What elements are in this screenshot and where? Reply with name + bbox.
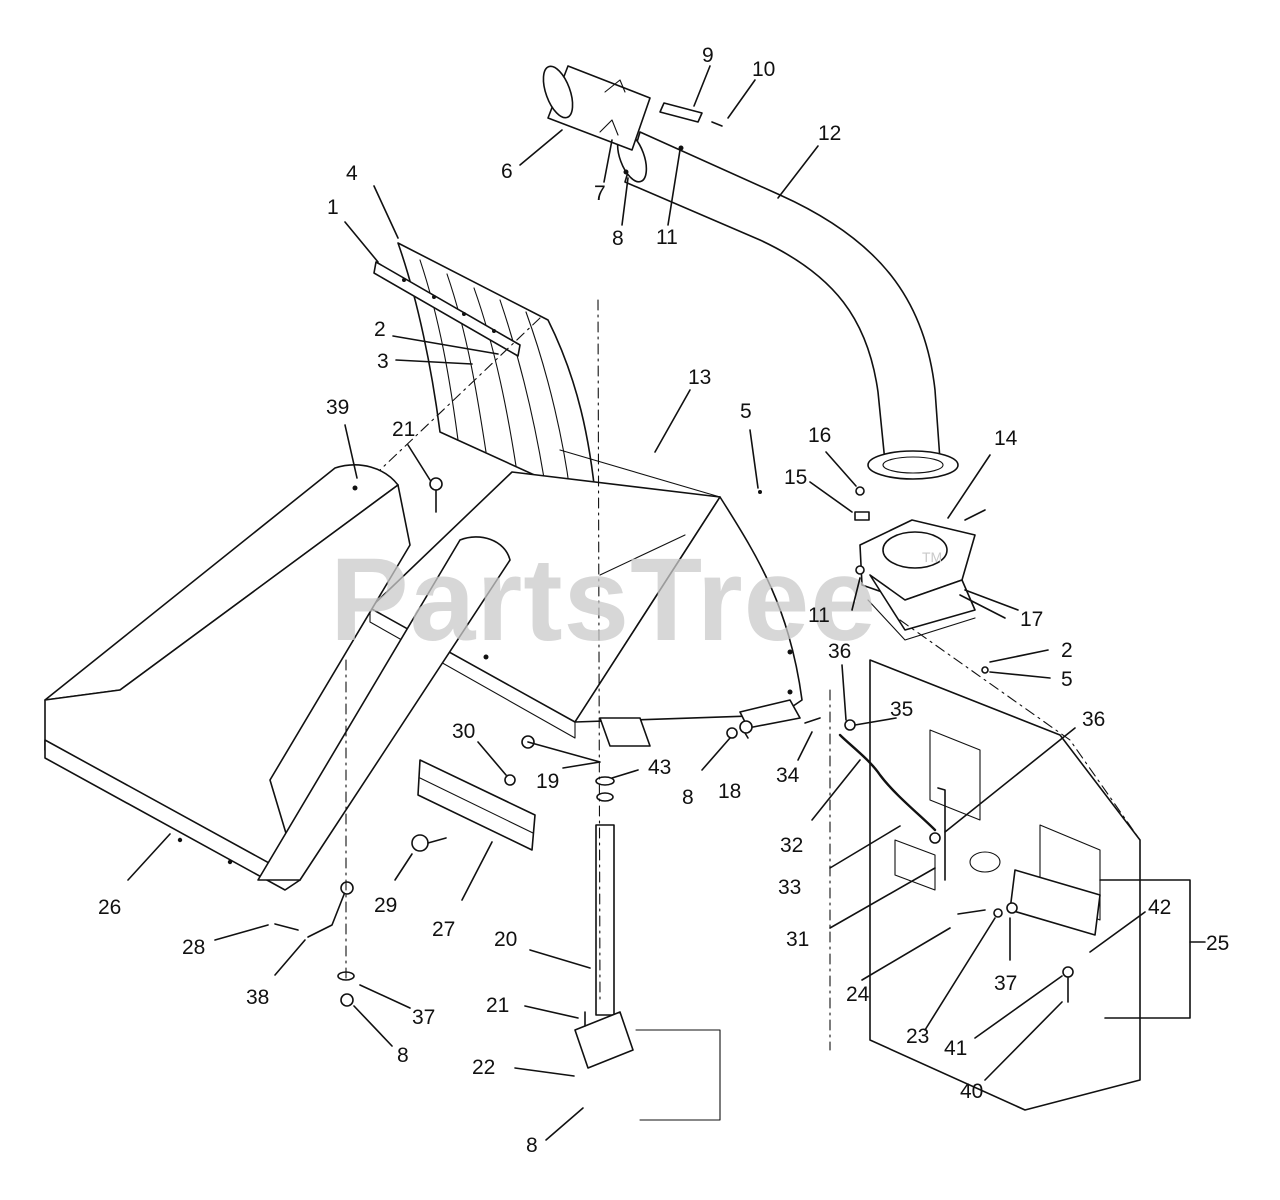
callout-21: 21 bbox=[392, 418, 415, 441]
callout-8: 8 bbox=[682, 786, 694, 809]
callout-27: 27 bbox=[432, 918, 455, 941]
callout-7: 7 bbox=[594, 182, 606, 205]
feed-tray bbox=[44, 464, 511, 891]
callout-8: 8 bbox=[397, 1044, 409, 1067]
callout-9: 9 bbox=[702, 44, 714, 67]
callout-39: 39 bbox=[326, 396, 349, 419]
callout-13: 13 bbox=[688, 366, 711, 389]
callout-31: 31 bbox=[786, 928, 809, 951]
callout-15: 15 bbox=[784, 466, 807, 489]
callout-41: 41 bbox=[944, 1037, 967, 1060]
callout-29: 29 bbox=[374, 894, 397, 917]
callout-3: 3 bbox=[377, 350, 389, 373]
callout-2: 2 bbox=[374, 318, 386, 341]
callout-labels: 9 10 12 6 7 8 11 4 1 2 3 13 5 14 16 15 1… bbox=[98, 44, 1229, 1157]
callout-20: 20 bbox=[494, 928, 517, 951]
adapter-flange bbox=[859, 509, 1006, 641]
frame-panel bbox=[869, 659, 1141, 1111]
callout-6: 6 bbox=[501, 160, 513, 183]
centerlines bbox=[345, 299, 1141, 1051]
callout-43: 43 bbox=[648, 756, 671, 779]
callout-22: 22 bbox=[472, 1056, 495, 1079]
callout-10: 10 bbox=[752, 58, 775, 81]
callout-14: 14 bbox=[994, 427, 1018, 450]
callout-33: 33 bbox=[778, 876, 801, 899]
fasteners bbox=[429, 477, 1074, 1027]
deflector-flap bbox=[373, 242, 597, 504]
callout-11: 11 bbox=[656, 226, 678, 249]
callout-36: 36 bbox=[1082, 708, 1105, 731]
carriage-bolt bbox=[411, 834, 447, 852]
callout-1: 1 bbox=[327, 196, 339, 219]
callout-35: 35 bbox=[890, 698, 913, 721]
callout-21: 21 bbox=[486, 994, 509, 1017]
callout-8: 8 bbox=[526, 1134, 538, 1157]
callout-38: 38 bbox=[246, 986, 269, 1009]
pipe-clamp bbox=[542, 65, 651, 151]
chain-pin-assembly bbox=[804, 717, 946, 881]
callout-17: 17 bbox=[1020, 608, 1043, 631]
discharge-pipe bbox=[616, 131, 959, 480]
callout-42: 42 bbox=[1148, 896, 1171, 919]
watermark-tm: TM bbox=[922, 549, 942, 565]
callout-37: 37 bbox=[994, 972, 1017, 995]
leader-lines bbox=[127, 65, 1206, 1141]
callout-4: 4 bbox=[346, 162, 358, 185]
callout-37: 37 bbox=[412, 1006, 435, 1029]
callout-24: 24 bbox=[846, 983, 870, 1006]
callout-12: 12 bbox=[818, 122, 841, 145]
callout-19: 19 bbox=[536, 770, 559, 793]
callout-34: 34 bbox=[776, 764, 800, 787]
callout-32: 32 bbox=[780, 834, 803, 857]
callout-18: 18 bbox=[718, 780, 741, 803]
watermark: PartsTree bbox=[330, 534, 877, 666]
callout-2: 2 bbox=[1061, 639, 1073, 662]
callout-26: 26 bbox=[98, 896, 121, 919]
callout-23: 23 bbox=[906, 1025, 929, 1048]
clamp-strap bbox=[623, 102, 723, 175]
lift-rod bbox=[274, 881, 355, 1007]
callout-28: 28 bbox=[182, 936, 205, 959]
callout-40: 40 bbox=[960, 1080, 983, 1103]
callout-30: 30 bbox=[452, 720, 475, 743]
support-post bbox=[574, 776, 721, 1121]
callout-5: 5 bbox=[740, 400, 752, 423]
callout-25: 25 bbox=[1206, 932, 1229, 955]
callout-16: 16 bbox=[808, 424, 831, 447]
callout-8: 8 bbox=[612, 227, 624, 250]
hinge bbox=[417, 759, 536, 851]
chute-housing bbox=[369, 449, 803, 747]
callout-36: 36 bbox=[828, 640, 851, 663]
callout-11: 11 bbox=[808, 604, 830, 627]
callout-5: 5 bbox=[1061, 668, 1073, 691]
